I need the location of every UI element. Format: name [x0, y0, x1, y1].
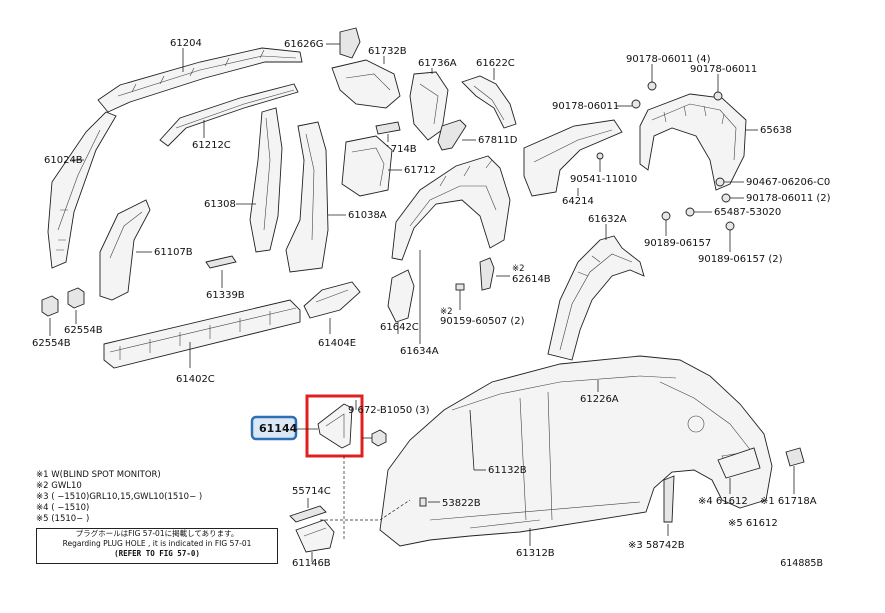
- part-label-61402c[interactable]: 61402C: [176, 374, 215, 385]
- part-61038a-drawing: [285, 121, 329, 273]
- part-label-61736a[interactable]: 61736A: [418, 58, 457, 69]
- footnote: ※2 GWL10: [36, 481, 82, 491]
- part-label-67811d[interactable]: 67811D: [478, 135, 518, 146]
- part-label-90467[interactable]: 90467-06206-C0: [746, 177, 830, 188]
- part-label-55714c[interactable]: 55714C: [292, 486, 331, 497]
- part-61612-drawing: [717, 447, 805, 479]
- part-label-65638[interactable]: 65638: [760, 125, 792, 136]
- part-61404e-drawing: [303, 281, 361, 319]
- part-61632a-drawing: [547, 235, 645, 361]
- part-label-61612-5[interactable]: ※5 61612: [728, 518, 778, 529]
- part-label-58742b[interactable]: ※3 58742B: [628, 540, 685, 551]
- part-label-62554b-2[interactable]: 62554B: [64, 325, 103, 336]
- part-label-61634a[interactable]: 61634A: [400, 346, 439, 357]
- reference-line-en: Regarding PLUG HOLE , it is indicated in…: [62, 539, 252, 548]
- part-label-61204[interactable]: 61204: [170, 38, 202, 49]
- part-label-62614b[interactable]: 62614B: [512, 274, 551, 285]
- part-label-61144[interactable]: 61144: [259, 422, 298, 435]
- part-label-61024b[interactable]: 61024B: [44, 155, 83, 166]
- part-label-90189-06157-2[interactable]: 90189-06157 (2): [698, 254, 783, 265]
- part-label-61038a[interactable]: 61038A: [348, 210, 387, 221]
- footnote: ※1 W(BLIND SPOT MONITOR): [36, 470, 161, 480]
- clip-53822b-drawing: [419, 497, 427, 507]
- part-label-90159[interactable]: 90159-60507 (2): [440, 316, 525, 327]
- reference-line-fig: (REFER TO FIG 57-0): [114, 549, 200, 558]
- part-label-62554b-1[interactable]: 62554B: [32, 338, 71, 349]
- part-61024b-drawing: [47, 111, 117, 269]
- part-61736a-drawing: [409, 71, 449, 141]
- clip-90541-drawing: [596, 152, 604, 172]
- part-64214-drawing: [523, 119, 623, 197]
- part-61146b-drawing: [295, 519, 335, 553]
- highlight-label-box[interactable]: [250, 415, 298, 441]
- part-61107b-drawing: [99, 199, 151, 301]
- part-wheelhouse-drawing: [391, 155, 511, 261]
- bolt-90672-drawing: [362, 429, 387, 447]
- part-58742b-drawing: [663, 475, 675, 523]
- part-label-61714b[interactable]: 61714B: [378, 144, 417, 155]
- part-label-61212c[interactable]: 61212C: [192, 140, 231, 151]
- part-label-61622c[interactable]: 61622C: [476, 58, 515, 69]
- part-61626g-drawing: [339, 27, 361, 59]
- part-61212c-drawing: [159, 83, 299, 147]
- part-label-61132b[interactable]: 61132B: [488, 465, 527, 476]
- part-label-65487[interactable]: 65487-53020: [714, 207, 781, 218]
- part-label-61732b[interactable]: 61732B: [368, 46, 407, 57]
- highlight-part-box: [305, 394, 364, 458]
- diagram-id: 614885B: [780, 558, 823, 569]
- part-61732b-drawing: [331, 59, 401, 109]
- footnote: ※4 ( −1510): [36, 503, 90, 513]
- part-mark-62614b: ※2: [512, 264, 525, 274]
- part-label-61146b[interactable]: 61146B: [292, 558, 331, 569]
- part-label-64214[interactable]: 64214: [562, 196, 594, 207]
- part-label-61718a[interactable]: ※1 61718A: [760, 496, 817, 507]
- part-label-90189-06157[interactable]: 90189-06157: [644, 238, 711, 249]
- reference-line-jp: プラグホールはFIG 57-01に掲載してあります。: [75, 529, 239, 538]
- part-61642c-drawing: [387, 269, 415, 323]
- part-label-61339b[interactable]: 61339B: [206, 290, 245, 301]
- part-label-61642c[interactable]: 61642C: [380, 322, 419, 333]
- part-label-61626g[interactable]: 61626G: [284, 39, 324, 50]
- part-61622c-drawing: [461, 75, 517, 129]
- part-label-90178-06011[interactable]: 90178-06011: [690, 64, 757, 75]
- part-label-61107b[interactable]: 61107B: [154, 247, 193, 258]
- part-mark-90159: ※2: [440, 307, 453, 317]
- part-label-61612[interactable]: ※4 61612: [698, 496, 748, 507]
- part-65638-drawing: [639, 93, 747, 191]
- part-62614b-drawing: [479, 257, 495, 291]
- part-61712-drawing: [341, 135, 393, 197]
- part-label-61226a[interactable]: 61226A: [580, 394, 619, 405]
- part-label-90178-06011-4[interactable]: 90178-06011 (4): [626, 54, 711, 65]
- bolt-90159-drawing: [455, 283, 465, 300]
- part-55714c-drawing: [289, 505, 327, 523]
- part-label-53822b[interactable]: 53822B: [442, 498, 481, 509]
- part-61308-drawing: [249, 107, 283, 253]
- reference-note-box: プラグホールはFIG 57-01に掲載してあります。 Regarding PLU…: [36, 528, 278, 564]
- part-body-side-outer-drawing: [379, 355, 773, 547]
- part-61402c-drawing: [103, 299, 301, 369]
- part-label-61308[interactable]: 61308: [204, 199, 236, 210]
- part-label-61712[interactable]: 61712: [404, 165, 436, 176]
- part-61339b-drawing: [205, 255, 237, 269]
- footnote: ※5 (1510− ): [36, 514, 90, 524]
- part-label-90672[interactable]: 9 672-B1050 (3): [348, 405, 430, 416]
- footnotes: ※1 W(BLIND SPOT MONITOR) ※2 GWL10 ※3 ( −…: [36, 470, 276, 525]
- part-label-90178-06011-2[interactable]: 90178-06011 (2): [746, 193, 831, 204]
- part-label-90541[interactable]: 90541-11010: [570, 174, 637, 185]
- fastener-group-liner: [631, 81, 735, 231]
- part-label-61404e[interactable]: 61404E: [318, 338, 356, 349]
- part-61204-drawing: [97, 47, 303, 113]
- footnote: ※3 ( −1510)GRL10,15,GWL10(1510− ): [36, 492, 203, 502]
- part-62554b-drawing: [41, 287, 85, 317]
- part-label-61632a[interactable]: 61632A: [588, 214, 627, 225]
- part-61714b-drawing: [375, 121, 401, 135]
- part-61144-drawing: [317, 403, 353, 449]
- part-67811d-drawing: [437, 119, 467, 151]
- part-label-90178-06011-b[interactable]: 90178-06011: [552, 101, 619, 112]
- part-label-61312b[interactable]: 61312B: [516, 548, 555, 559]
